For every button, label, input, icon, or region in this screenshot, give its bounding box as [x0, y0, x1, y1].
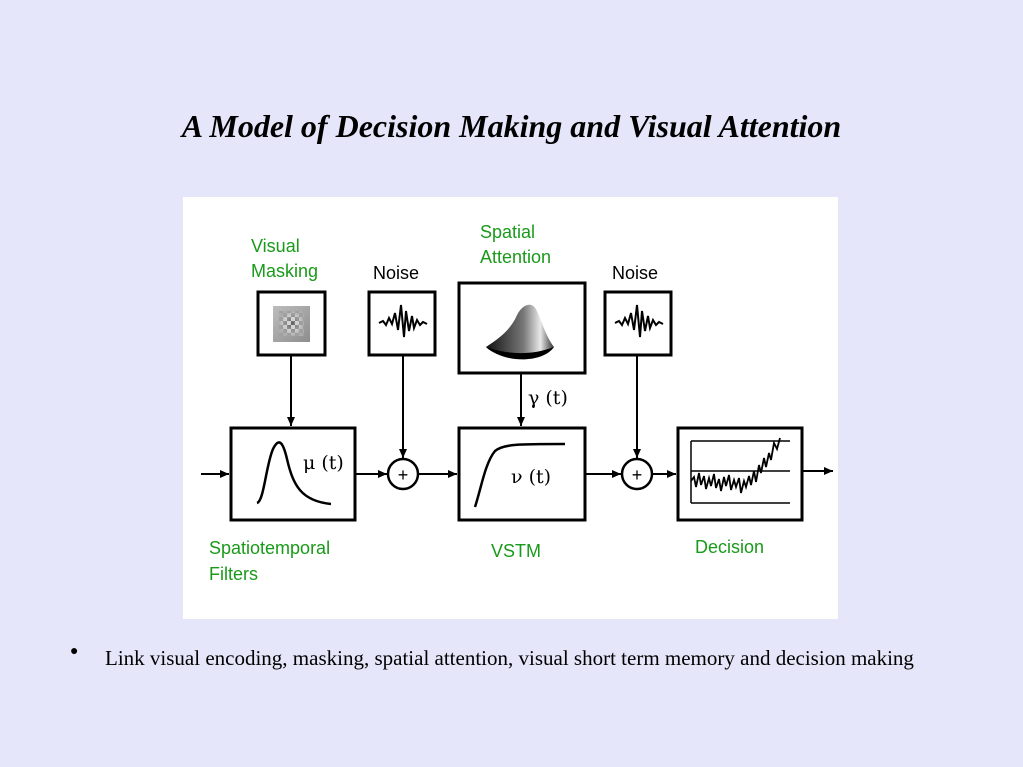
noise-label-1: Noise [373, 263, 419, 283]
decision-random-walk [690, 437, 781, 494]
visual-masking-box [256, 290, 327, 357]
checkerboard-mask-icon [273, 306, 310, 342]
model-diagram: Visual Masking Noise Spatial Attention N… [183, 197, 838, 619]
sum-node-1-plus: + [398, 465, 409, 485]
spatiotemporal-filter-box [229, 426, 357, 522]
decision-label: Decision [695, 537, 764, 557]
spatial-attention-label-2: Attention [480, 247, 551, 267]
bullet-dot: ● [70, 644, 79, 659]
visual-masking-label-2: Masking [251, 261, 318, 281]
vstm-label: VSTM [491, 541, 541, 561]
visual-masking-label: Visual [251, 236, 300, 256]
slide-title: A Model of Decision Making and Visual At… [181, 108, 842, 144]
sum-node-2-plus: + [632, 465, 643, 485]
nu-label: ν (t) [511, 466, 551, 488]
spatiotemporal-filters-label: Spatiotemporal [209, 538, 330, 558]
impulse-response-curve [256, 441, 332, 506]
noise-waveform-icon-2 [614, 304, 664, 338]
bullet-text: Link visual encoding, masking, spatial a… [105, 646, 914, 670]
diagram-svg: Visual Masking Noise Spatial Attention N… [201, 222, 833, 584]
spatial-attention-label: Spatial [480, 222, 535, 242]
gamma-label: γ (t) [528, 387, 568, 409]
mu-label: μ (t) [303, 452, 344, 474]
sum-node-2 [620, 457, 654, 491]
noise-waveform-icon-1 [378, 304, 428, 338]
sum-node-1 [386, 457, 420, 491]
decision-box [676, 426, 804, 522]
spatiotemporal-filters-label-2: Filters [209, 564, 258, 584]
attention-surface-icon [486, 304, 554, 360]
vstm-response-curve [473, 442, 566, 508]
noise-label-2: Noise [612, 263, 658, 283]
